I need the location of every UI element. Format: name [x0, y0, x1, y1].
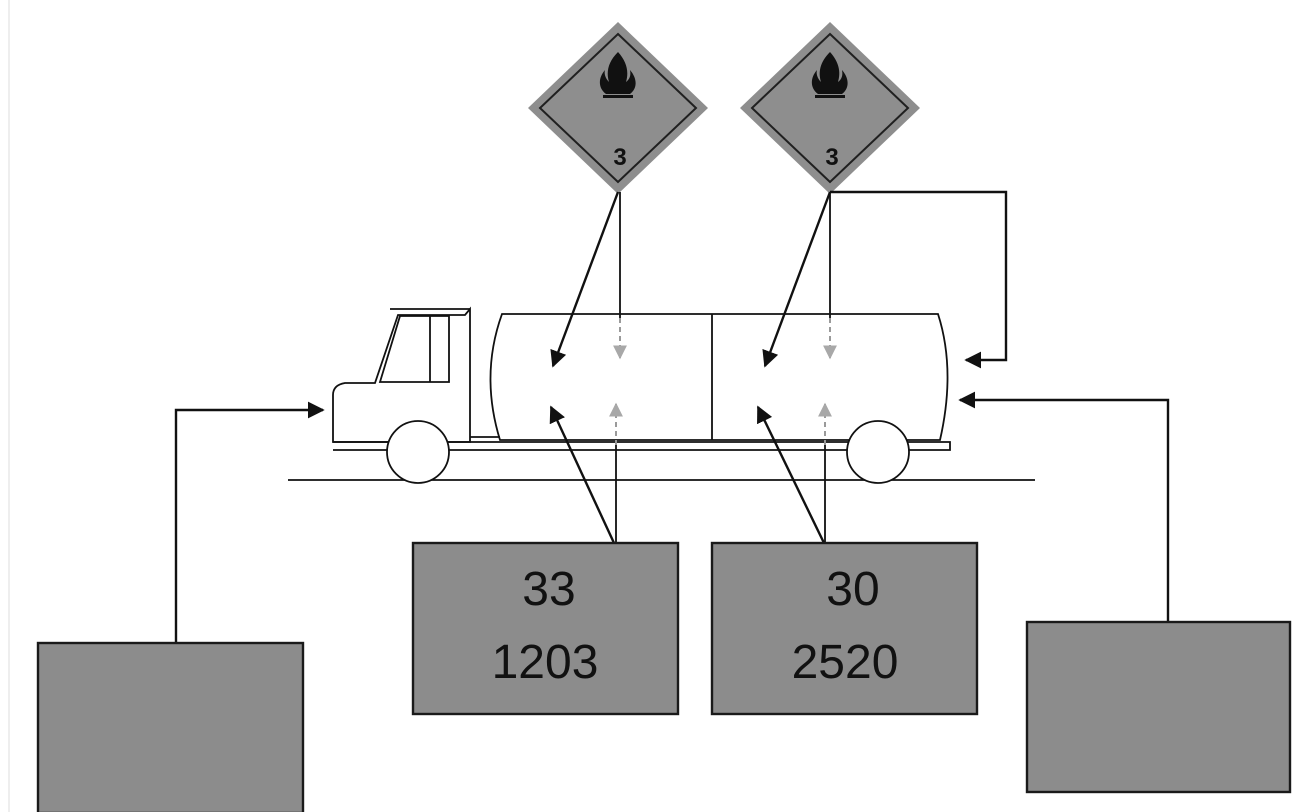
un-number: 2520	[792, 636, 899, 689]
hazard-plate-1: 33 1203	[411, 541, 680, 716]
flame-icon	[811, 52, 848, 98]
placard-class-3-right: 3	[740, 22, 920, 194]
plate-arrows	[174, 391, 1170, 643]
placard-class-number: 3	[825, 144, 838, 171]
placard-class-number: 3	[613, 144, 626, 171]
placard-arrows	[550, 190, 1008, 369]
hazard-plate-2: 30 2520	[710, 541, 979, 716]
blank-plate-rear	[1025, 620, 1292, 794]
tank-body	[489, 313, 949, 441]
truck-chassis	[333, 441, 951, 451]
tanker-truck	[332, 306, 951, 484]
blank-plate-front	[36, 641, 305, 812]
hazard-id-number: 30	[826, 563, 879, 616]
arrow-placard2-to-tank-rear	[830, 190, 1008, 369]
arrow-left-plate-to-cab	[174, 401, 325, 643]
placard-class-3-left: 3	[528, 22, 708, 194]
arrow-right-plate-to-tank-rear	[958, 391, 1170, 630]
truck-cab	[332, 306, 471, 443]
arrow-placard1-to-tank-side	[550, 191, 620, 368]
front-wheel	[386, 420, 450, 484]
flame-icon	[599, 52, 636, 98]
arrow-plate1-to-tank	[549, 405, 616, 544]
hazard-id-number: 33	[522, 563, 575, 616]
arrow-plate2-to-tank	[756, 405, 826, 544]
un-number: 1203	[492, 636, 599, 689]
arrow-placard2-to-tank-side	[762, 191, 832, 368]
cab-window	[378, 315, 450, 383]
rear-wheel	[846, 420, 910, 484]
